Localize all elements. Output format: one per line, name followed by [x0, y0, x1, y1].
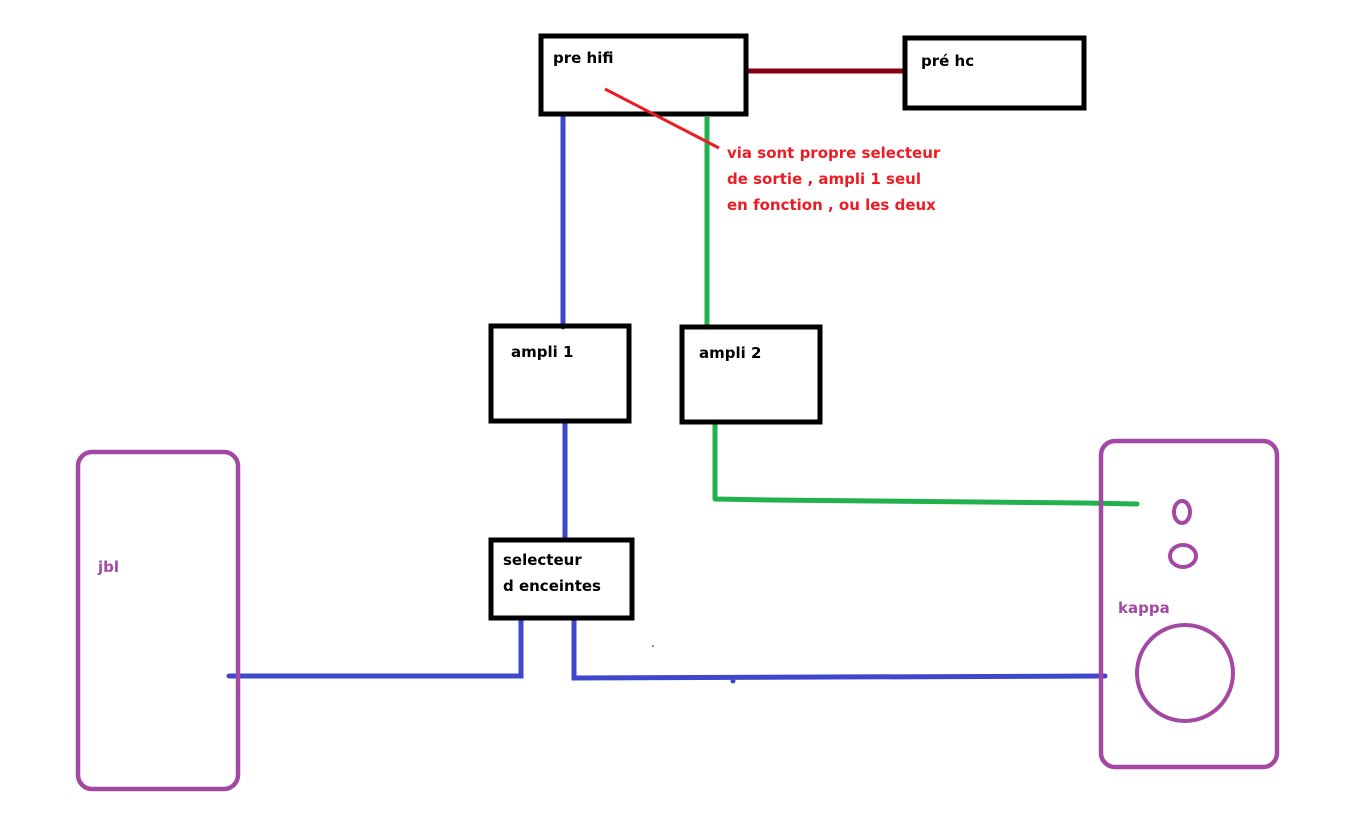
selecteur-label-line-2: d enceintes [503, 577, 601, 595]
annotation-line-1: via sont propre selecteur [727, 144, 941, 162]
midrange-icon [1168, 543, 1198, 569]
tweeter-icon [1172, 499, 1192, 525]
annotation-line-3: en fonction , ou les deux [727, 196, 936, 214]
pre-hifi-label: pre hifi [553, 49, 613, 67]
annotation-note: via sont propre selecteur de sortie , am… [727, 144, 941, 214]
wire-dot [730, 678, 736, 684]
speaker-jbl: jbl [75, 449, 241, 792]
selecteur-label-line-1: selecteur [503, 551, 582, 569]
pre-hc-label: pré hc [921, 52, 974, 70]
annotation-line-2: de sortie , ampli 1 seul [727, 170, 921, 188]
connection-selecteur-kappa [571, 617, 1108, 681]
woofer-icon [1135, 623, 1235, 723]
component-pre-hc: pré hc [902, 35, 1087, 111]
component-ampli-1: ampli 1 [488, 323, 632, 424]
connection-ampli2-kappa [712, 421, 1140, 507]
kappa-label: kappa [1118, 599, 1170, 617]
stray-dot [652, 645, 654, 647]
component-pre-hifi: pre hifi [538, 33, 749, 117]
connection-selecteur-jbl [226, 617, 524, 679]
ampli-2-label: ampli 2 [699, 344, 761, 362]
ampli-1-label: ampli 1 [511, 343, 573, 361]
component-ampli-2: ampli 2 [679, 324, 823, 425]
jbl-label: jbl [97, 558, 119, 576]
annotation-pointer [604, 87, 720, 150]
speaker-kappa: kappa [1098, 438, 1280, 770]
component-selecteur-enceintes: selecteur d enceintes [488, 537, 635, 621]
